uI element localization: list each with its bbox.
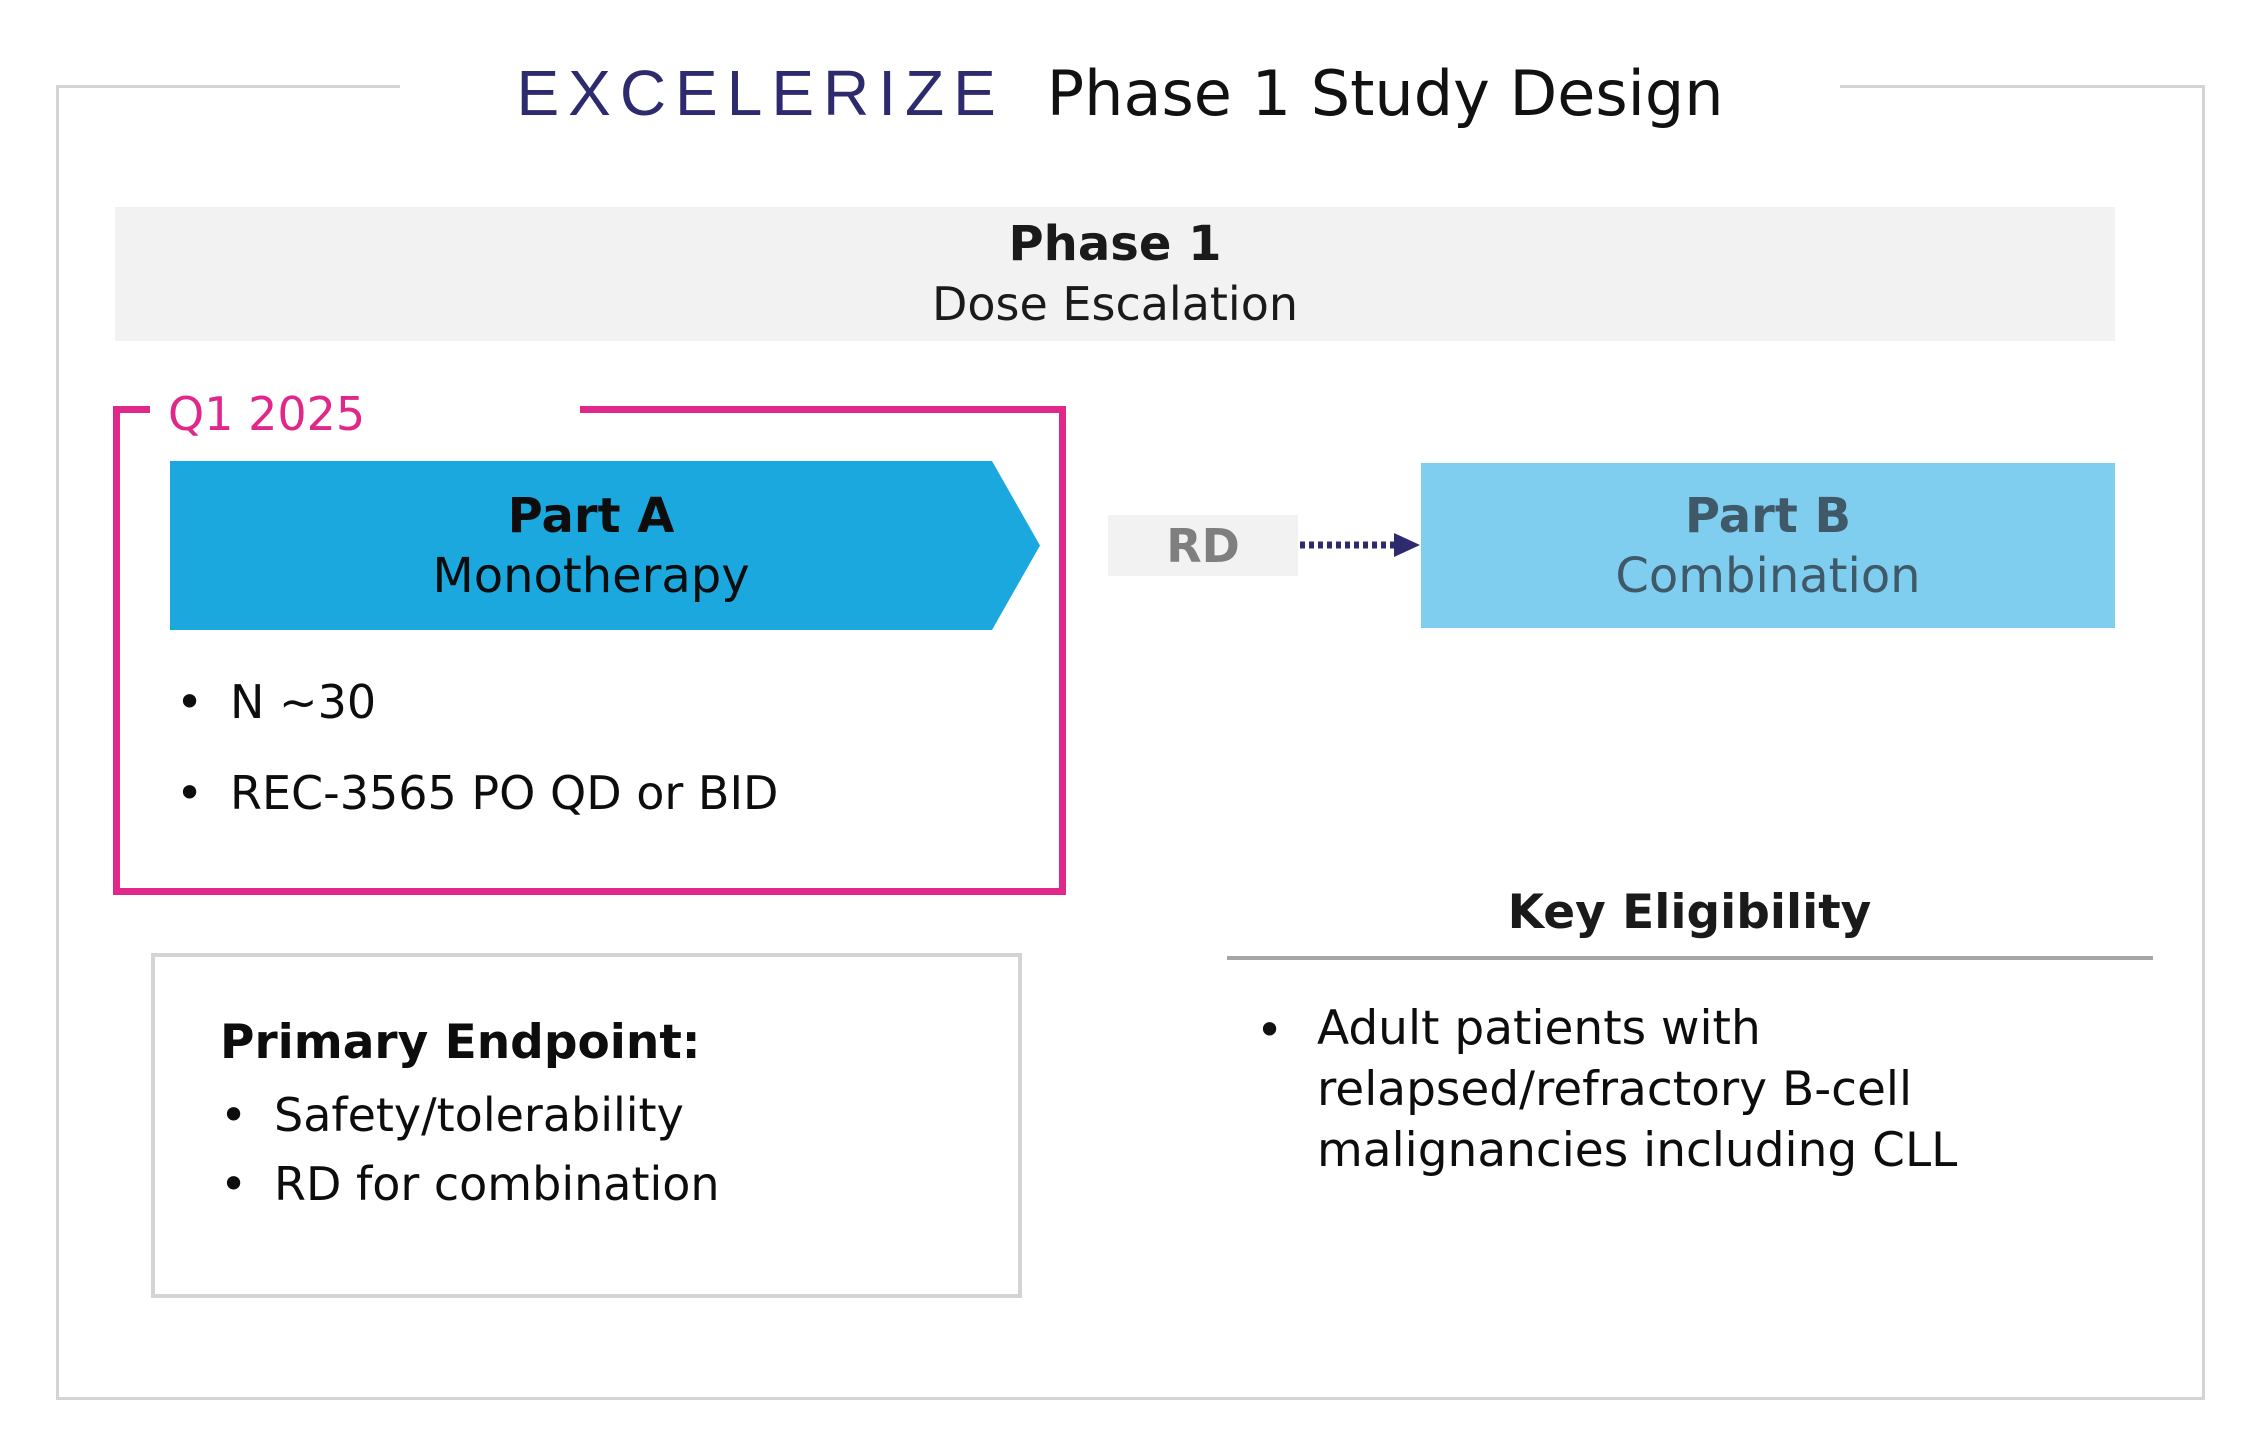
eligibility-text: Adult patients with relapsed/refractory … [1317, 1001, 1958, 1178]
primary-endpoint-list: • Safety/tolerability • RD for combinati… [220, 1081, 720, 1219]
phase-banner: Phase 1 Dose Escalation [115, 207, 2115, 341]
part-b-title: Part B [1684, 487, 1852, 544]
bullet-text: N ~30 [230, 675, 377, 729]
bullet-text: Safety/tolerability [274, 1088, 684, 1142]
bullet-icon: • [220, 1088, 248, 1142]
part-b-subtitle: Combination [1615, 547, 1921, 604]
header: EXCELERIZE Phase 1 Study Design [400, 48, 1840, 138]
label-gap [150, 388, 580, 438]
list-item: • N ~30 [176, 674, 778, 730]
primary-endpoint-box [151, 953, 1022, 1298]
eligibility-divider [1227, 956, 2153, 960]
eligibility-title: Key Eligibility [1507, 885, 1872, 940]
list-item: • RD for combination [220, 1150, 720, 1219]
bullet-icon: • [176, 675, 204, 729]
part-a-subtitle: Monotherapy [432, 547, 750, 604]
part-a-title: Part A [507, 487, 675, 544]
bullet-icon: • [176, 766, 204, 820]
dotted-arrow-icon [1300, 533, 1420, 557]
arrow-head [1394, 533, 1420, 557]
part-a-chevron-shape [170, 461, 1040, 630]
part-a-chevron [170, 461, 1040, 630]
part-a-label: Part A Monotherapy [170, 461, 1012, 630]
primary-endpoint-title: Primary Endpoint: [220, 1015, 701, 1070]
current-stage-highlight [113, 406, 1066, 895]
list-item: • Safety/tolerability [220, 1081, 720, 1150]
phase-subtitle: Dose Escalation [931, 277, 1299, 331]
bullet-text: REC-3565 PO QD or BID [230, 766, 779, 820]
bullet-icon: • [220, 1157, 248, 1211]
list-item: • REC-3565 PO QD or BID [176, 765, 778, 821]
rd-label: RD [1166, 518, 1240, 573]
bullet-icon: • [1256, 1003, 1284, 1057]
part-b-box: Part B Combination [1421, 463, 2115, 628]
part-a-bullets: • N ~30 • REC-3565 PO QD or BID [176, 674, 778, 821]
brand-logo: EXCELERIZE [516, 57, 1005, 129]
phase-title: Phase 1 [1008, 216, 1222, 272]
rd-label-box: RD [1108, 515, 1298, 576]
bullet-text: RD for combination [274, 1157, 720, 1211]
page-title: Phase 1 Study Design [1046, 56, 1724, 130]
timeline-label: Q1 2025 [168, 387, 366, 441]
